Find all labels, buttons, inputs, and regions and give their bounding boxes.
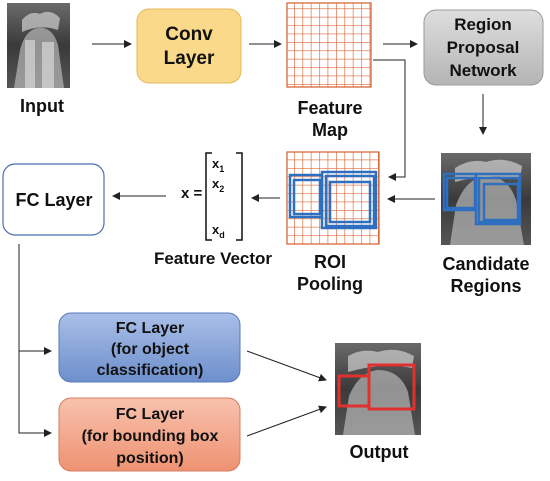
vector-entry-2: x2: [212, 176, 224, 194]
candidate-regions-image: [441, 153, 531, 245]
roi-pooling-label-2: Pooling: [297, 274, 363, 294]
feature-vector-equation: x = x1 x2 xd: [181, 152, 243, 241]
output-image: [335, 343, 421, 435]
fc-class-box: [58, 312, 241, 383]
rpn-box: [423, 9, 544, 86]
fc-bbox-label-2: (for bounding box: [82, 428, 219, 445]
input-label: Input: [20, 96, 64, 116]
fc-class-label-1: FC Layer: [116, 320, 184, 337]
vector-lhs: x =: [181, 185, 203, 202]
fc-bbox-label-3: position): [116, 450, 184, 467]
candidate-regions-label-2: Regions: [450, 276, 521, 296]
vector-entry-d: xd: [212, 222, 225, 240]
arrows: [18, 40, 487, 437]
fc-layer-label: FC Layer: [15, 190, 92, 210]
candidate-regions-label-1: Candidate: [442, 254, 529, 274]
fc-class-label-2: (for object: [111, 341, 190, 358]
rpn-label-3: Network: [449, 61, 517, 80]
feature-map-label-1: Feature: [297, 98, 362, 118]
roi-pooling-label-1: ROI: [314, 252, 346, 272]
rpn-label-1: Region: [454, 15, 512, 34]
vector-entry-1: x1: [212, 156, 224, 174]
conv-layer-label-2: Layer: [164, 48, 215, 69]
fc-bbox-label-1: FC Layer: [116, 406, 184, 423]
fc-bbox-box: [58, 397, 241, 472]
conv-layer-label-1: Conv: [165, 24, 213, 45]
output-label: Output: [350, 442, 409, 462]
feature-vector-label: Feature Vector: [154, 249, 272, 268]
rpn-label-2: Proposal: [447, 38, 520, 57]
conv-layer-box: [136, 8, 242, 84]
feature-map-label-2: Map: [312, 120, 348, 140]
fc-layer-box: [2, 163, 105, 236]
fc-class-label-3: classification): [97, 362, 204, 379]
roi-pooling-grid: [286, 151, 380, 245]
input-xray-image: [7, 3, 70, 88]
feature-map-grid: [286, 2, 372, 88]
